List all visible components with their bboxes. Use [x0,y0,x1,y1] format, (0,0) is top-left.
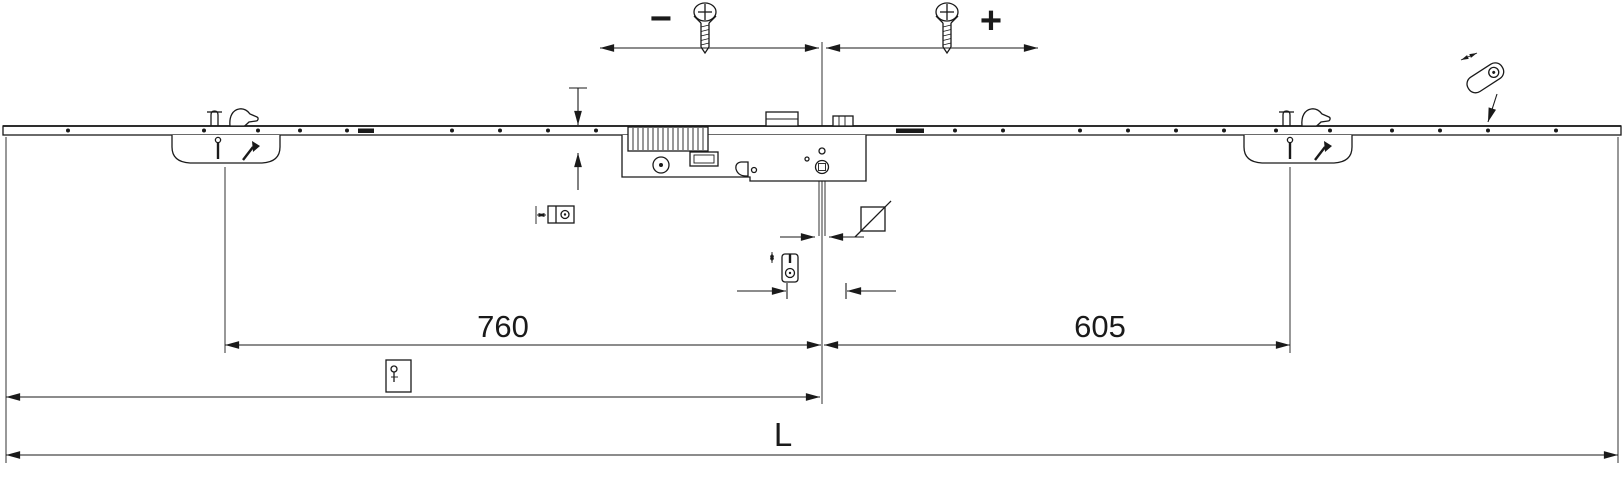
spindle-hub [814,159,830,175]
plus-label: + [980,0,1002,42]
screw-plus [935,2,959,54]
latch-follower [735,161,749,177]
minus-label: − [650,0,672,40]
gearbox [621,111,867,236]
cam-height-adjustment-icon [535,205,575,224]
rail-slot [358,128,374,133]
square-spindle-icon [854,200,892,238]
locking-pin-icon [769,252,799,283]
screw-minus [693,2,717,54]
dimension-overall-length: L [5,137,1619,463]
rail-slot [896,128,924,133]
square-spindle-hole [818,163,826,171]
cam-engagement-detail-icon [1460,52,1505,123]
handle-position-icon [385,359,412,393]
dimension-605: 605 [824,167,1291,353]
backplate-rail [2,125,1622,136]
clip-block [832,115,854,127]
left-mushroom-cam [170,107,282,165]
backset-arrows [737,283,896,299]
faceplate-height-dimension [569,87,587,190]
dim-605-label: 605 [1074,309,1126,344]
hatch-lines [632,128,704,150]
right-mushroom-cam [1242,107,1354,165]
dimension-760: 760 [224,167,821,353]
cylinder-hole [652,156,670,174]
dim-760-label: 760 [477,309,529,344]
dim-L-label: L [774,416,792,453]
